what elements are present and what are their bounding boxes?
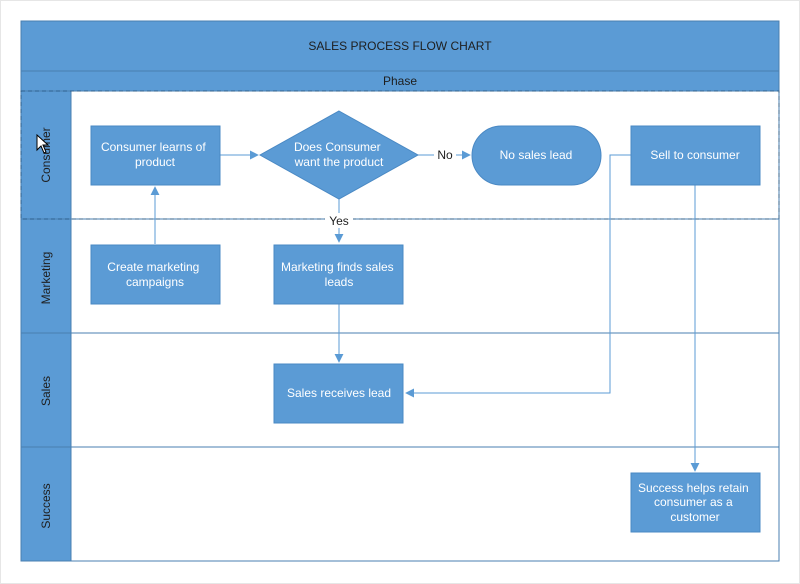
phase-label: Phase [383, 74, 417, 88]
lane-label-marketing: Marketing [39, 252, 53, 305]
node-no-sales-lead[interactable]: No sales lead [471, 125, 602, 186]
node-success-helps-line-1: Success helps retain [638, 481, 749, 495]
svg-text:No sales lead: No sales lead [500, 148, 573, 162]
node-marketing-finds-line-2: leads [325, 275, 354, 289]
edge-label-no-bg [434, 147, 456, 162]
svg-text:Consumer learns of produ: Consumer learns of product [101, 140, 209, 169]
edge-label-no: No [437, 148, 453, 162]
node-success-helps-line-2: consumer as a [654, 495, 733, 509]
svg-text:Sell to consumer: Sell to consumer [650, 148, 739, 162]
svg-text:Success helps retain con: Success helps retain consumer as a custo… [638, 481, 752, 524]
title-header[interactable]: SALES PROCESS FLOW CHART [20, 20, 780, 72]
edge-label-yes-bg [325, 213, 353, 228]
edge-label-yes: Yes [329, 214, 349, 228]
lane-label-sales: Sales [39, 376, 53, 406]
node-sales-receives-line-1: Sales receives lead [287, 386, 391, 400]
node-sell-to-consumer-line-1: Sell to consumer [650, 148, 739, 162]
node-success-helps-line-3: customer [670, 510, 719, 524]
phase-header[interactable]: Phase [20, 70, 780, 92]
node-decision-line-2: want the product [294, 155, 384, 169]
node-decision-line-1: Does Consumer [294, 140, 381, 154]
diagram-title: SALES PROCESS FLOW CHART [308, 39, 492, 53]
node-sell-to-consumer[interactable]: Sell to consumer [630, 125, 761, 186]
lane-sales[interactable]: Sales [20, 332, 780, 448]
node-no-sales-lead-line-1: No sales lead [500, 148, 573, 162]
mouse-cursor-icon [36, 134, 50, 154]
lane-selection-outline [20, 90, 780, 220]
node-decision[interactable]: Does Consumer want the product [258, 110, 420, 200]
connector-sell-to-sales-receives[interactable] [405, 154, 631, 398]
node-success-helps[interactable]: Success helps retain consumer as a custo… [630, 472, 761, 533]
node-create-campaigns-line-1: Create marketing [107, 260, 199, 274]
node-marketing-finds-line-1: Marketing finds sales [281, 260, 394, 274]
node-consumer-learns-line-2: product [135, 155, 176, 169]
node-create-campaigns-line-2: campaigns [126, 275, 184, 289]
node-marketing-finds[interactable]: Marketing finds sales leads [273, 244, 404, 305]
node-consumer-learns[interactable]: Consumer learns of product [90, 125, 221, 186]
lane-label-success: Success [39, 483, 53, 528]
node-create-campaigns[interactable]: Create marketing campaigns [90, 244, 221, 305]
node-consumer-learns-line-1: Consumer learns of [101, 140, 206, 154]
svg-text:Does Consumer want the p: Does Consumer want the product [294, 140, 384, 169]
svg-text:Sales receives lead: Sales receives lead [287, 386, 391, 400]
svg-text:Marketing finds sales le: Marketing finds sales leads [281, 260, 397, 289]
svg-text:Create marketing campaig: Create marketing campaigns [107, 260, 202, 289]
node-sales-receives[interactable]: Sales receives lead [273, 363, 404, 424]
